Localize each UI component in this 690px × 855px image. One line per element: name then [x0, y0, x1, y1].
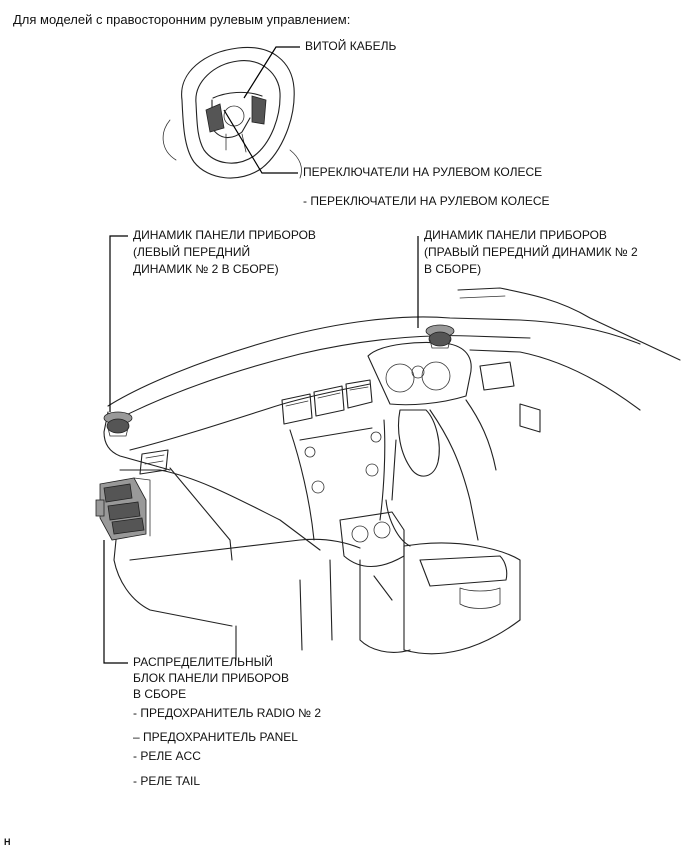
junction-block	[95, 477, 151, 541]
junction-block-label-3: В СБОРЕ	[133, 687, 187, 701]
steering-switches-label: ПЕРЕКЛЮЧАТЕЛИ НА РУЛЕВОМ КОЛЕСЕ	[303, 165, 543, 179]
footer-code: H	[4, 837, 11, 847]
steering-wheel-inset	[162, 46, 302, 179]
leader-lines	[103, 46, 419, 664]
spiral-cable-leader	[243, 46, 300, 99]
junction-item-panel-fuse: – ПРЕДОХРАНИТЕЛЬ PANEL	[133, 730, 298, 744]
left-speaker-label-1: ДИНАМИК ПАНЕЛИ ПРИБОРОВ	[133, 228, 316, 242]
junction-item-acc-relay: - РЕЛЕ ACC	[133, 749, 201, 763]
spiral-cable-label: ВИТОЙ КАБЕЛЬ	[305, 39, 397, 53]
junction-block-label-1: РАСПРЕДЕЛИТЕЛЬНЫЙ	[133, 655, 273, 669]
right-speaker	[425, 324, 455, 349]
dashboard	[103, 287, 681, 661]
junction-item-radio-fuse: - ПРЕДОХРАНИТЕЛЬ RADIO № 2	[133, 706, 322, 720]
steering-switches-leader	[223, 109, 298, 174]
steering-switches-sublabel: - ПЕРЕКЛЮЧАТЕЛИ НА РУЛЕВОМ КОЛЕСЕ	[303, 194, 550, 208]
junction-block-leader	[103, 540, 128, 664]
left-speaker-label-2: (ЛЕВЫЙ ПЕРЕДНИЙ	[133, 245, 251, 259]
page-title: Для моделей с правосторонним рулевым упр…	[13, 12, 351, 27]
right-speaker-label-3: В СБОРЕ)	[424, 262, 482, 276]
left-speaker	[103, 411, 133, 437]
left-speaker-label-3: ДИНАМИК № 2 В СБОРЕ)	[133, 262, 279, 276]
junction-item-tail-relay: - РЕЛЕ TAIL	[133, 774, 201, 788]
left-speaker-leader	[109, 235, 128, 412]
right-speaker-label-2: (ПРАВЫЙ ПЕРЕДНИЙ ДИНАМИК № 2	[424, 245, 638, 259]
right-speaker-label-1: ДИНАМИК ПАНЕЛИ ПРИБОРОВ	[424, 228, 607, 242]
junction-block-label-2: БЛОК ПАНЕЛИ ПРИБОРОВ	[133, 671, 289, 685]
